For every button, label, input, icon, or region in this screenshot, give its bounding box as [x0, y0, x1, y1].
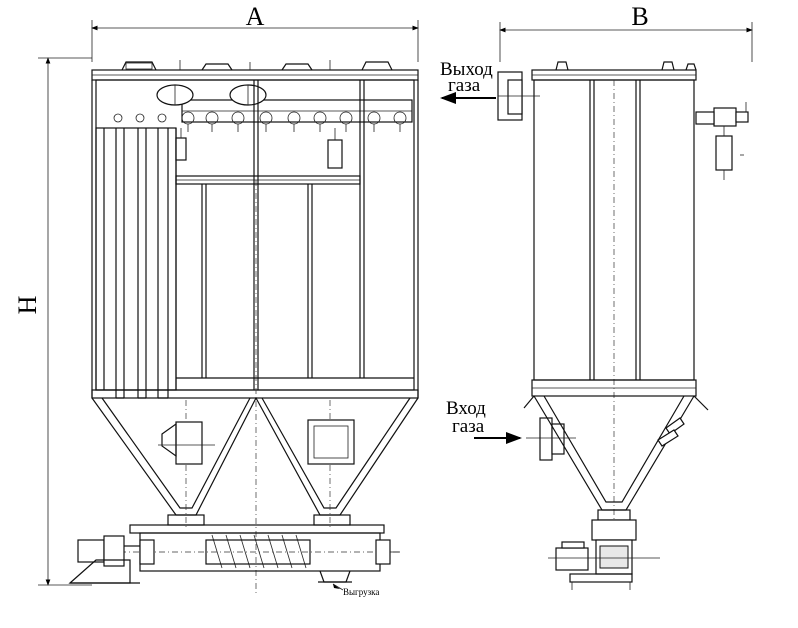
dimension-b-label: B [631, 2, 648, 31]
dimension-h: H [13, 57, 92, 586]
discharge-label: Выгрузка [343, 587, 379, 597]
gas-outlet-label-1: Выход [440, 59, 493, 80]
gas-inlet-label-1: Вход [446, 398, 486, 419]
gas-outlet-annotation: Выход газа [440, 59, 496, 104]
side-view [497, 61, 749, 590]
gas-inlet-annotation: Вход газа [446, 398, 522, 444]
gas-outlet-label-2: газа [448, 75, 481, 96]
gas-inlet-label-2: газа [452, 416, 485, 437]
dimension-a-label: A [246, 2, 265, 31]
front-view: Выгрузка [68, 60, 419, 597]
dimension-b: B [499, 2, 753, 62]
dimension-h-label: H [13, 295, 42, 314]
dimension-a: A [91, 2, 419, 62]
